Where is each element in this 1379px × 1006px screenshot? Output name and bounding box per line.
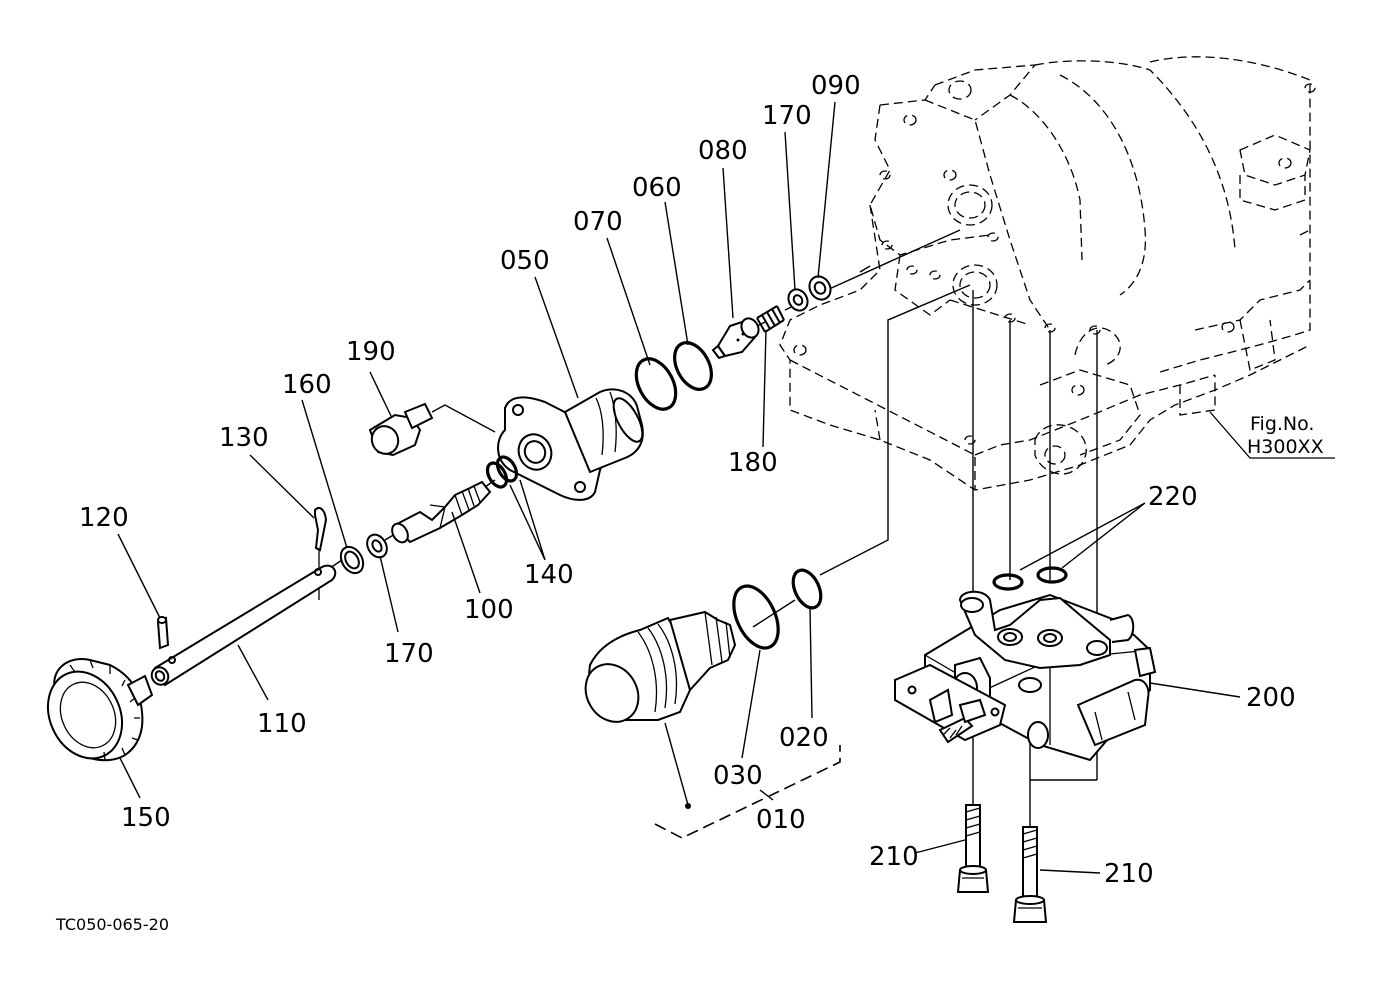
callout-130: 130 <box>219 423 269 453</box>
callout-200: 200 <box>1246 683 1296 713</box>
fig-label: Fig.No. <box>1250 413 1314 435</box>
ring-160 <box>339 545 365 575</box>
washer-170-top <box>787 288 809 312</box>
callout-070: 070 <box>573 207 623 237</box>
callout-160: 160 <box>282 370 332 400</box>
shaft-110 <box>150 564 337 687</box>
callout-080: 080 <box>698 136 748 166</box>
fig-number: H300XX <box>1247 436 1324 458</box>
plug-190 <box>368 402 496 457</box>
spool-100 <box>391 480 492 544</box>
o-ring-220b <box>1036 566 1068 584</box>
callout-120: 120 <box>79 503 129 533</box>
o-ring-030 <box>732 584 780 650</box>
leader-lines <box>117 101 1241 874</box>
drawing-code: TC050-065-20 <box>55 915 169 934</box>
spring-180 <box>756 305 785 333</box>
callout-010: 010 <box>756 805 806 835</box>
callout-110: 110 <box>257 709 307 739</box>
callout-140: 140 <box>524 560 574 590</box>
callout-170-left: 170 <box>384 639 434 669</box>
o-ring-140a <box>485 461 509 489</box>
o-ring-020 <box>791 568 823 610</box>
assembly-center-lines <box>329 229 1098 830</box>
callout-030: 030 <box>713 761 763 791</box>
callout-labels: 090 170 080 060 070 050 190 160 130 180 … <box>79 71 1296 889</box>
poppet-080 <box>711 317 760 360</box>
bolt-210-left <box>956 804 990 893</box>
o-ring-070 <box>634 357 678 411</box>
callout-060: 060 <box>632 173 682 203</box>
relief-valve-010 <box>584 610 737 809</box>
bolt-210-right <box>1012 826 1048 923</box>
transmission-housing <box>779 56 1316 491</box>
seal-090 <box>808 275 832 301</box>
o-ring-220a <box>992 573 1024 591</box>
pin-120 <box>156 616 170 650</box>
callout-150: 150 <box>121 803 171 833</box>
valve-body-050 <box>497 388 644 501</box>
callout-100: 100 <box>464 595 514 625</box>
callout-170-top: 170 <box>762 101 812 131</box>
o-ring-060 <box>673 341 713 391</box>
callout-210-left: 210 <box>869 842 919 872</box>
callout-050: 050 <box>500 246 550 276</box>
knob-150 <box>47 658 154 762</box>
callout-210-right: 210 <box>1104 859 1154 889</box>
valve-block-200 <box>894 590 1157 762</box>
callout-020: 020 <box>779 723 829 753</box>
callout-190: 190 <box>346 337 396 367</box>
callout-090: 090 <box>811 71 861 101</box>
figure-number-box: Fig.No. H300XX <box>1209 411 1335 459</box>
callout-220: 220 <box>1148 482 1198 512</box>
o-ring-140b <box>495 455 519 483</box>
washer-170-left <box>366 533 388 559</box>
callout-180: 180 <box>728 448 778 478</box>
bracket-010 <box>654 745 841 839</box>
